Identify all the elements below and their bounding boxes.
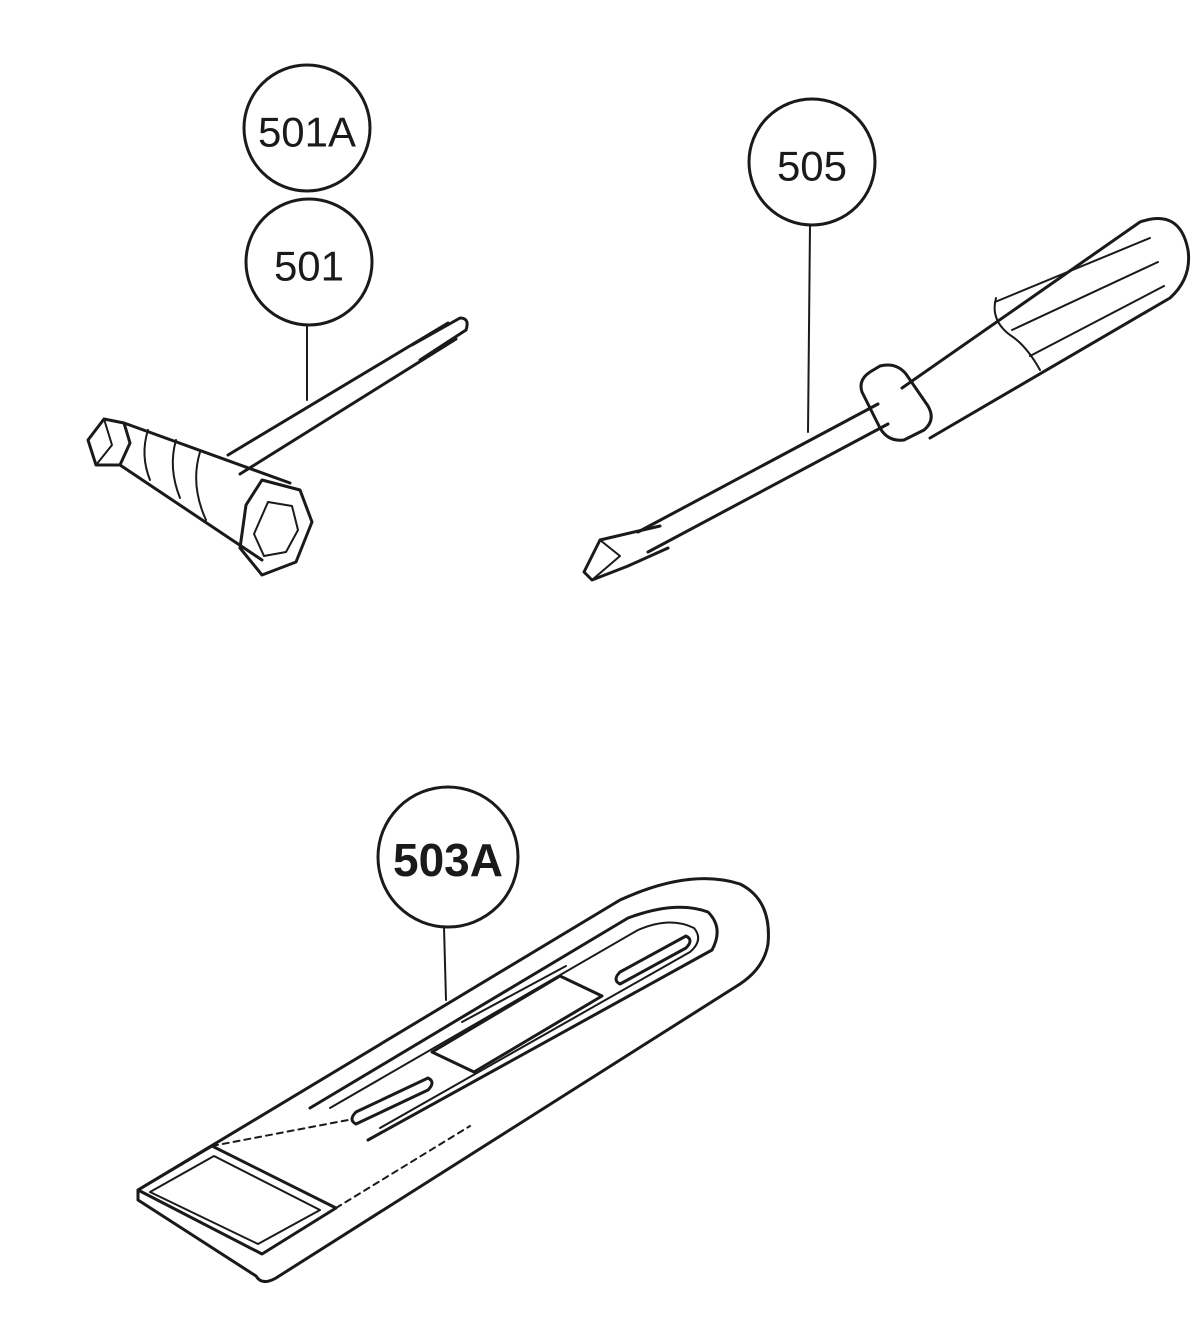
bar-cover-outline	[136, 877, 770, 1283]
bar-cover-track	[308, 905, 719, 1142]
t-wrench-small-hex	[86, 417, 132, 467]
bar-cover-opening-inner	[149, 1155, 321, 1245]
t-wrench-body-top	[122, 421, 292, 485]
t-wrench-ring-3	[195, 451, 207, 521]
t-wrench-small-hex-facet	[95, 418, 113, 466]
t-wrench-body-bottom	[118, 463, 264, 562]
bar-cover-band-top	[211, 1119, 349, 1147]
screwdriver-handle-outline	[900, 217, 1191, 440]
callout-501-label: 501	[274, 243, 344, 290]
screwdriver-handle-groove-1	[994, 237, 1151, 303]
bar-cover-slot-left	[350, 1076, 434, 1126]
bar-cover-track-inner	[329, 921, 700, 1129]
t-wrench-large-hex	[238, 478, 314, 577]
bar-cover-ridge	[461, 965, 567, 1023]
t-wrench-tip	[410, 316, 469, 362]
callout-505-label: 505	[777, 143, 847, 190]
callout-501-circle	[244, 197, 374, 327]
callout-505-circle	[747, 97, 877, 227]
screwdriver-collar	[859, 363, 933, 442]
bar-cover-label-panel	[430, 974, 604, 1074]
callout-505: 505	[747, 97, 877, 433]
screwdriver-tip-facet	[591, 539, 621, 581]
callout-501A: 501A	[242, 63, 372, 193]
t-wrench-large-hex-inner	[253, 501, 299, 557]
callout-503A: 503A	[376, 785, 520, 1001]
bar-cover-drawing	[136, 877, 770, 1283]
callout-503A-leader	[443, 926, 447, 1001]
callout-503A-circle	[376, 785, 520, 929]
callout-501: 501	[244, 197, 374, 401]
screwdriver-handle-grip	[993, 297, 1041, 371]
screwdriver-handle-groove-3	[1029, 285, 1165, 357]
bar-cover-slot-right	[614, 934, 692, 986]
callout-503A-label: 503A	[393, 834, 503, 886]
screwdriver-shaft-top	[636, 402, 880, 534]
t-wrench-ring-2	[171, 439, 181, 499]
bar-cover-band-bottom	[335, 1125, 471, 1209]
callout-501A-circle	[242, 63, 372, 193]
screwdriver-drawing	[582, 217, 1191, 582]
screwdriver-shaft-bottom	[646, 422, 890, 554]
callout-505-leader	[807, 224, 811, 433]
screwdriver-tip	[582, 524, 670, 582]
t-wrench-ring-1	[143, 429, 151, 481]
screwdriver-handle-groove-2	[1011, 261, 1159, 331]
t-wrench-drawing	[86, 316, 469, 577]
callout-501A-label: 501A	[258, 109, 356, 156]
